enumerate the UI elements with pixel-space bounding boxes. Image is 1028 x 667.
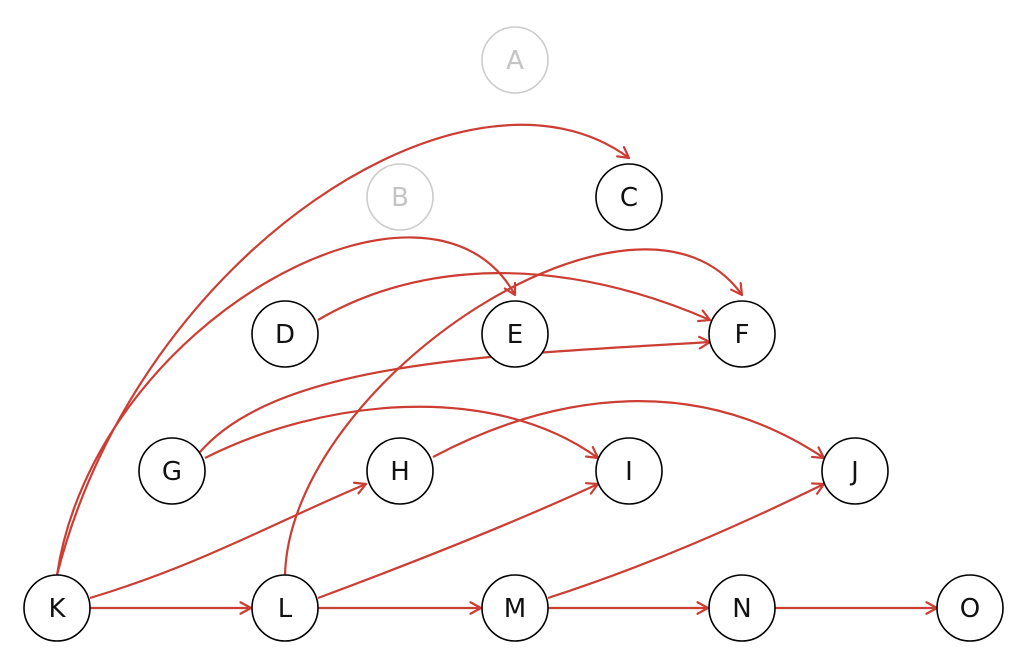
node-circle — [366, 163, 434, 231]
node-circle — [366, 437, 434, 505]
arrow-head-icon — [239, 601, 253, 615]
edge-line — [283, 248, 743, 576]
arrow-head-icon — [616, 146, 631, 160]
node-label: E — [507, 320, 523, 350]
node-label: H — [390, 457, 410, 487]
node-a[interactable]: A — [481, 26, 549, 94]
arrow-head-icon — [469, 601, 483, 615]
node-label: J — [849, 457, 859, 487]
node-circle — [936, 574, 1004, 642]
edge-line — [55, 123, 630, 576]
edge-d-to-f[interactable] — [317, 272, 712, 323]
node-circle — [595, 163, 663, 231]
node-label: L — [278, 594, 293, 624]
edge-l-to-f[interactable] — [283, 248, 744, 576]
node-label: K — [48, 594, 66, 624]
edges-layer — [55, 123, 939, 615]
edge-k-to-h[interactable] — [89, 481, 368, 600]
edge-k-to-c[interactable] — [55, 123, 631, 576]
node-k[interactable]: K — [23, 574, 91, 642]
node-circle — [481, 26, 549, 94]
node-label: G — [162, 457, 182, 487]
node-e[interactable]: E — [481, 300, 549, 368]
node-circle — [251, 300, 319, 368]
node-circle — [23, 574, 91, 642]
arrow-head-icon — [730, 281, 744, 297]
arrow-head-icon — [352, 481, 368, 495]
node-n[interactable]: N — [708, 574, 776, 642]
node-m[interactable]: M — [481, 574, 549, 642]
node-label: M — [504, 594, 526, 624]
arrow-head-icon — [696, 601, 710, 615]
node-circle — [708, 300, 776, 368]
nodes-layer: A B C D E F G H I J K L M N O — [23, 26, 1004, 642]
node-circle — [138, 437, 206, 505]
node-label: F — [735, 320, 750, 350]
node-circle — [821, 437, 889, 505]
node-label: A — [506, 46, 524, 76]
edge-m-to-n[interactable] — [547, 601, 710, 615]
node-circle — [481, 574, 549, 642]
node-label: D — [275, 320, 295, 350]
edge-line — [317, 483, 599, 600]
edge-line — [317, 272, 711, 322]
node-circle — [251, 574, 319, 642]
edge-line — [432, 400, 825, 459]
node-g[interactable]: G — [138, 437, 206, 505]
node-label: O — [960, 594, 980, 624]
edge-l-to-m[interactable] — [317, 601, 483, 615]
node-circle — [481, 300, 549, 368]
edge-line — [89, 482, 367, 600]
edge-line — [547, 483, 825, 600]
node-j[interactable]: J — [821, 437, 889, 505]
node-c[interactable]: C — [595, 163, 663, 231]
edge-line — [204, 405, 599, 459]
node-b[interactable]: B — [366, 163, 434, 231]
edge-k-to-l[interactable] — [89, 601, 253, 615]
node-o[interactable]: O — [936, 574, 1004, 642]
node-circle — [708, 574, 776, 642]
node-l[interactable]: L — [251, 574, 319, 642]
node-i[interactable]: I — [595, 437, 663, 505]
node-d[interactable]: D — [251, 300, 319, 368]
node-label: I — [625, 457, 633, 487]
node-label: C — [620, 183, 638, 213]
node-label: B — [391, 183, 409, 213]
node-h[interactable]: H — [366, 437, 434, 505]
node-circle — [595, 437, 663, 505]
edge-line — [55, 236, 516, 576]
edge-line — [199, 340, 711, 453]
node-label: N — [732, 594, 751, 624]
arrow-head-icon — [696, 309, 712, 323]
node-f[interactable]: F — [708, 300, 776, 368]
